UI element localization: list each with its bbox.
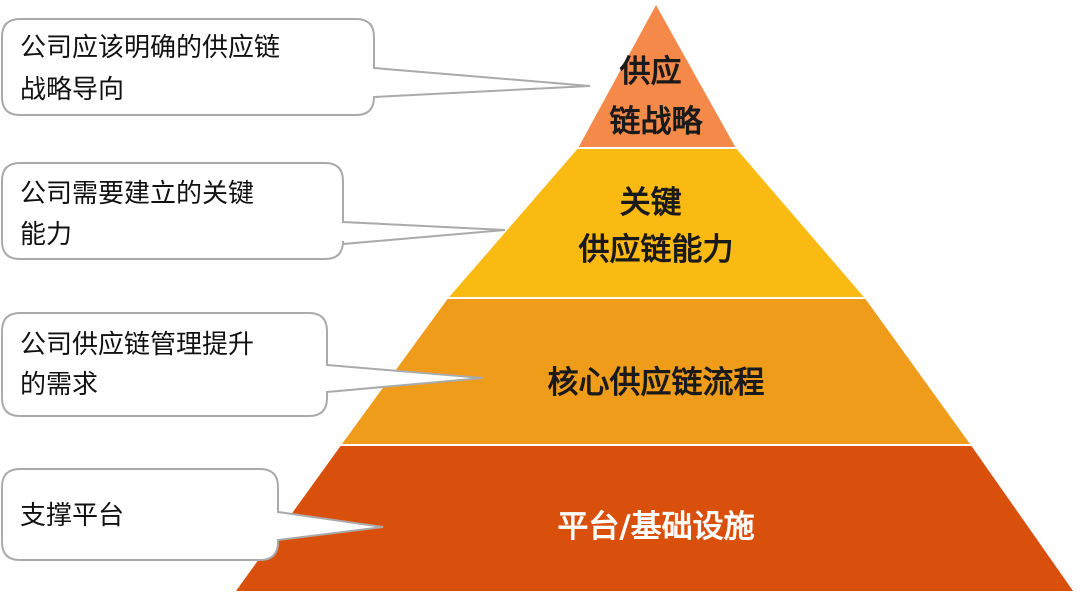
pyramid [232,0,1077,593]
tier-1-label: 供应 链战略 [610,54,704,140]
callout-4-line-1: 支撑平台 [20,501,124,531]
tier-1-label-line-2: 链战略 [610,104,704,140]
callout-platform: 支撑平台 [1,468,384,561]
callout-3-line-2: 的需求 [20,370,98,400]
callout-1-line-2: 战略导向 [20,75,124,105]
tier-3-label: 核心供应链流程 [548,365,765,401]
callout-strategy: 公司应该明确的供应链 战略导向 [1,18,591,116]
callout-2-bubble [1,162,506,260]
callout-2-line-1: 公司需要建立的关键 [20,179,254,209]
callout-4-bubble [1,468,384,561]
callout-3-line-1: 公司供应链管理提升 [20,330,254,360]
tier-2-label-line-2: 供应链能力 [578,232,734,268]
tier-3-label-line-1: 核心供应链流程 [548,365,765,401]
callout-2-text: 公司需要建立的关键 能力 [20,179,262,250]
tier-1-label-line-1: 供应 [619,54,682,90]
tier-2-label: 关键 供应链能力 [578,185,734,268]
callout-3-bubble [1,312,484,417]
callout-3-text: 公司供应链管理提升 的需求 [20,330,262,400]
callout-capabilities: 公司需要建立的关键 能力 [1,162,506,260]
callout-1-text: 公司应该明确的供应链 战略导向 [20,33,288,105]
tier-4-label: 平台/基础设施 [557,509,754,545]
callout-1-line-1: 公司应该明确的供应链 [20,33,280,63]
callout-4-text: 支撑平台 [20,501,124,531]
callout-2-line-2: 能力 [20,220,72,250]
tier-4-label-line-1: 平台/基础设施 [557,509,754,545]
pyramid-tier-key-capabilities [444,147,869,299]
callout-1-bubble [1,18,591,116]
pyramid-labels: 供应 链战略 关键 供应链能力 核心供应链流程 平台/基础设施 [548,54,765,545]
tier-2-label-line-1: 关键 [620,185,682,221]
callouts: 公司应该明确的供应链 战略导向 公司需要建立的关键 能力 公司供应链管理提升 的… [1,18,591,561]
callout-requirements: 公司供应链管理提升 的需求 [1,312,484,417]
